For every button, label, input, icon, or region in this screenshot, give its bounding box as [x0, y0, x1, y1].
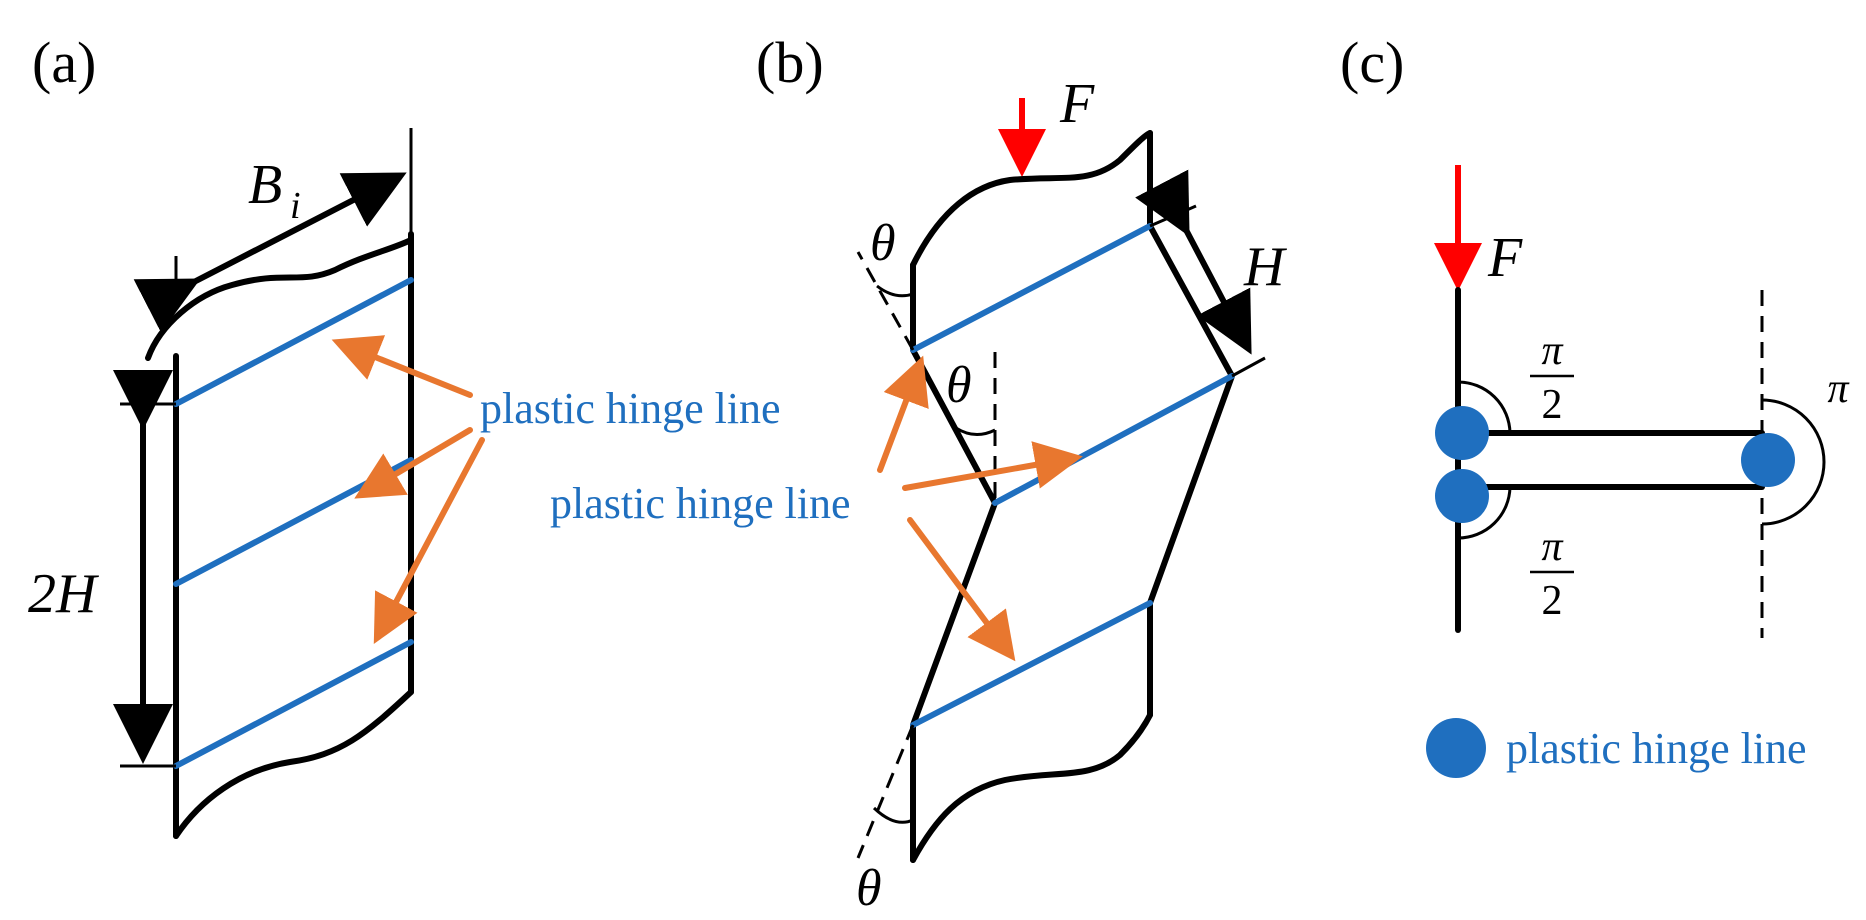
hinge-line-a-3: [173, 639, 414, 769]
panel-c-label: (c): [1340, 30, 1404, 95]
angle-theta-b-bottom: θ: [856, 860, 882, 917]
hinge-label-b: plastic hinge line: [550, 479, 851, 528]
dim-bi-arrow: [133, 172, 407, 333]
angle-top-denominator: 2: [1542, 382, 1563, 428]
legend-hinge-dot: [1426, 718, 1486, 778]
callout-arrow-b-2: [902, 441, 1083, 491]
hinge-line-b-1: [910, 223, 1153, 353]
dim-h-arrow: [1135, 169, 1252, 355]
angle-arc-c-right: [1761, 398, 1826, 526]
angle-right-pi: π: [1827, 366, 1849, 412]
panel-b-label: (b): [756, 30, 824, 95]
angle-theta-b-mid: θ: [946, 357, 972, 414]
angle-arc-b-mid: [955, 426, 996, 436]
callout-arrow-a-2: [354, 427, 473, 499]
panel-c: (c) F π 2 π 2 π plastic hinge line: [1340, 30, 1849, 778]
hinge-line-b-3: [910, 600, 1153, 728]
hinge-label-a: plastic hinge line: [480, 384, 781, 433]
dim-h-symbol: H: [1243, 236, 1287, 298]
plate-b-folded-left-edge: [910, 347, 998, 863]
plate-b-bottom-edge: [910, 712, 1153, 863]
callout-arrow-b-3: [907, 517, 1016, 662]
dim-2h-symbol: 2H: [28, 563, 99, 625]
force-symbol-b: F: [1059, 73, 1095, 135]
angle-bottom-denominator: 2: [1542, 578, 1563, 624]
hinge-line-b-2: [992, 373, 1235, 506]
callout-arrow-a-1: [331, 335, 473, 398]
ref-dash-b-top: [856, 251, 915, 351]
angle-arc-b-top: [876, 284, 914, 298]
force-symbol-c: F: [1487, 227, 1523, 289]
angle-arc-b-bottom: [872, 806, 914, 824]
angle-arc-c-top: [1457, 380, 1512, 434]
panel-b: (b) F θ θ θ H plastic hinge line: [550, 30, 1287, 917]
plate-b-top-edge: [910, 130, 1153, 268]
hinge-line-a-2: [173, 457, 414, 587]
plate-a-bottom-edge: [173, 689, 414, 839]
dim-h-bottom-tick: [1231, 356, 1266, 378]
hinge-dot-c-top: [1435, 406, 1489, 460]
dim-bi-symbol: B: [248, 154, 282, 216]
dim-bi-subscript: i: [290, 185, 301, 227]
hinge-dot-c-bottom: [1435, 469, 1489, 523]
legend-hinge-label: plastic hinge line: [1506, 724, 1807, 773]
angle-bottom-numerator: π: [1541, 524, 1563, 570]
callout-arrow-a-3: [373, 437, 485, 644]
callout-arrow-b-1: [877, 355, 929, 473]
angle-arc-c-bottom: [1457, 486, 1512, 540]
hinge-line-a-1: [173, 277, 414, 407]
angle-top-numerator: π: [1541, 328, 1563, 374]
panel-a-label: (a): [32, 30, 96, 95]
dim-h-top-tick: [1149, 204, 1197, 228]
panel-a: (a) B i 2H plastic hinge line: [28, 30, 781, 839]
angle-theta-b-top: θ: [870, 215, 896, 272]
hinge-dot-c-right: [1741, 433, 1795, 487]
ref-dash-b-bottom: [856, 724, 915, 859]
